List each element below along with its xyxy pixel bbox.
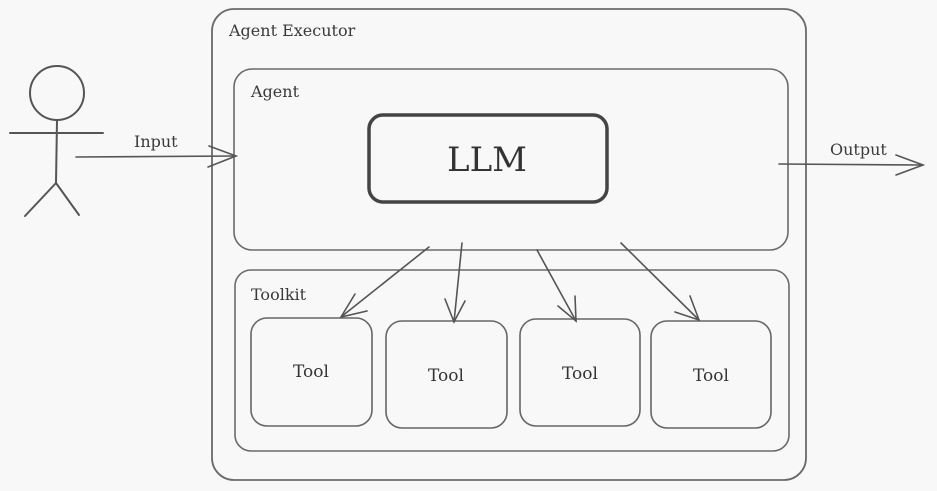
agent-executor-label: Agent Executor: [229, 21, 356, 40]
tool-label-3: Tool: [562, 364, 598, 384]
agent-box: [233, 68, 789, 251]
tool-label-4: Tool: [693, 366, 729, 386]
user-left-leg: [24, 182, 57, 217]
tool-box-4: [650, 320, 772, 429]
agent-to-tool-arrow-4: [620, 242, 701, 322]
agent-label: Agent: [251, 82, 299, 101]
user-right-leg: [55, 182, 80, 216]
agent-to-tool-arrow-2: [444, 242, 466, 324]
agent-executor-box: [211, 8, 807, 481]
output-arrow: [778, 154, 926, 176]
input-arrow: [75, 145, 239, 168]
agent-to-tool-arrow-1: [339, 246, 430, 319]
toolkit-label: Toolkit: [251, 285, 307, 304]
tool-label-2: Tool: [428, 366, 464, 386]
tool-box-2: [385, 320, 508, 429]
toolkit-box: [234, 269, 790, 452]
user-stick-figure: [9, 65, 104, 217]
tool-label-1: Tool: [293, 362, 329, 382]
tool-box-1: [250, 317, 373, 427]
user-body: [55, 119, 58, 184]
input-label: Input: [134, 132, 178, 151]
agent-to-tool-arrow-3: [536, 249, 577, 323]
user-head: [29, 65, 85, 121]
llm-box: [367, 113, 609, 204]
tool-box-3: [519, 318, 641, 427]
output-label: Output: [830, 140, 887, 159]
llm-label: LLM: [447, 140, 527, 180]
